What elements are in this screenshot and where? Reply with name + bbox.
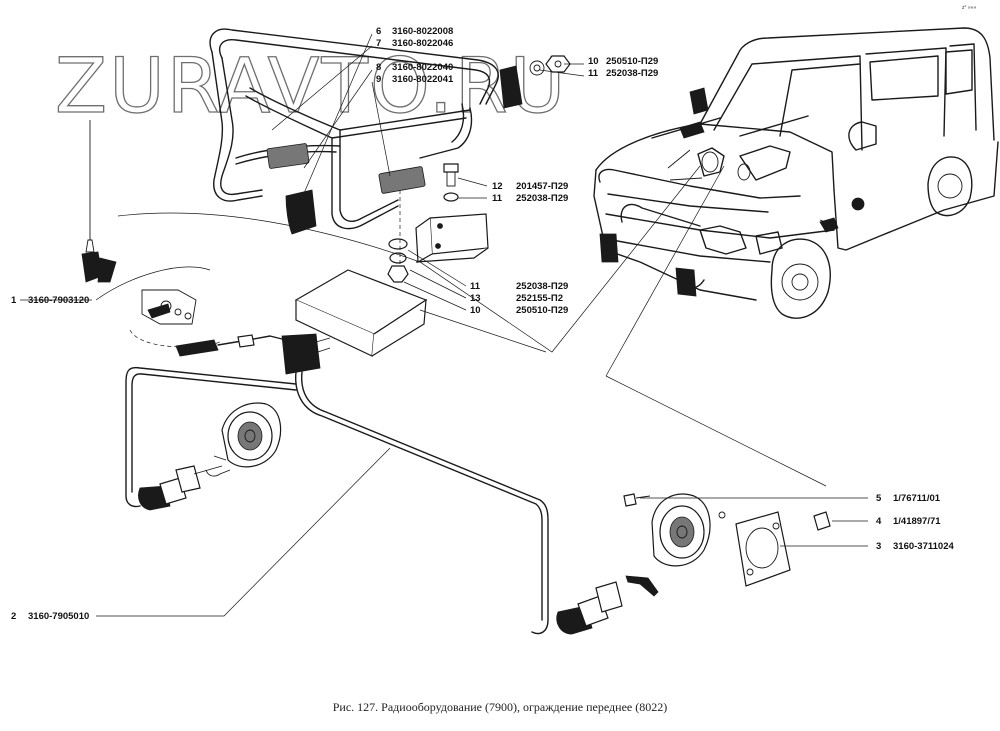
callout-leaders [20, 33, 868, 617]
front-guard-drawing [209, 28, 571, 235]
callout-5-number: 5 [876, 493, 882, 504]
callout-10-low-code: 250510-П29 [516, 305, 568, 316]
antenna-cable-drawing [129, 289, 287, 357]
right-speaker-drawing [556, 493, 831, 635]
callout-11-top-code: 252038-П29 [606, 68, 658, 79]
callout-6-number: 6 [376, 26, 381, 37]
callout-4-code: 1/41897/71 [893, 516, 941, 527]
callout-3-number: 3 [876, 541, 881, 552]
callout-7-code: 3160-8022046 [392, 38, 453, 49]
callout-5-code: 1/76711/01 [893, 493, 941, 504]
callout-2-code: 3160-7905010 [28, 611, 89, 622]
callout-4-number: 4 [876, 516, 882, 527]
callout-9-code: 3160-8022041 [392, 74, 454, 85]
callout-10-low-number: 10 [470, 305, 481, 316]
callout-6-code: 3160-8022008 [392, 26, 453, 37]
callout-1-number: 1 [11, 295, 17, 306]
guide-lines [95, 165, 827, 487]
callout-3-code: 3160-3711024 [893, 541, 954, 552]
callout-8-number: 8 [376, 62, 381, 73]
callout-11-mid-number: 11 [492, 193, 503, 204]
callout-13-code: 252155-П2 [516, 293, 563, 304]
watermark: ZURAVTO.RU [55, 41, 567, 130]
antenna-drawing [81, 120, 117, 283]
figure-caption: Рис. 127. Радиооборудование (7900), огра… [333, 700, 667, 714]
callout-12-number: 12 [492, 181, 503, 192]
callout-8-code: 3160-8022040 [392, 62, 453, 73]
callout-12-code: 201457-П29 [516, 181, 568, 192]
callout-11-top-number: 11 [588, 68, 599, 79]
callout-11-low-number: 11 [470, 281, 481, 292]
callout-1-code: 3160-7903120 [28, 295, 89, 306]
callout-labels: 6 3160-8022008 7 3160-8022046 8 3160-802… [11, 26, 954, 622]
left-speaker-drawing [138, 402, 282, 511]
callout-2-number: 2 [11, 611, 16, 622]
speaker-wiring-drawing [125, 366, 549, 635]
radio-receiver-drawing [281, 269, 428, 375]
vehicle-drawing [593, 27, 999, 319]
corner-mark: z° »»» [962, 5, 976, 11]
callout-10-top-number: 10 [588, 56, 599, 67]
callout-13-number: 13 [470, 293, 481, 304]
callout-7-number: 7 [376, 38, 381, 49]
callout-10-top-code: 250510-П29 [606, 56, 658, 67]
callout-11-low-code: 252038-П29 [516, 281, 568, 292]
callout-9-number: 9 [376, 74, 381, 85]
callout-11-mid-code: 252038-П29 [516, 193, 568, 204]
hardware-stack [387, 163, 489, 283]
